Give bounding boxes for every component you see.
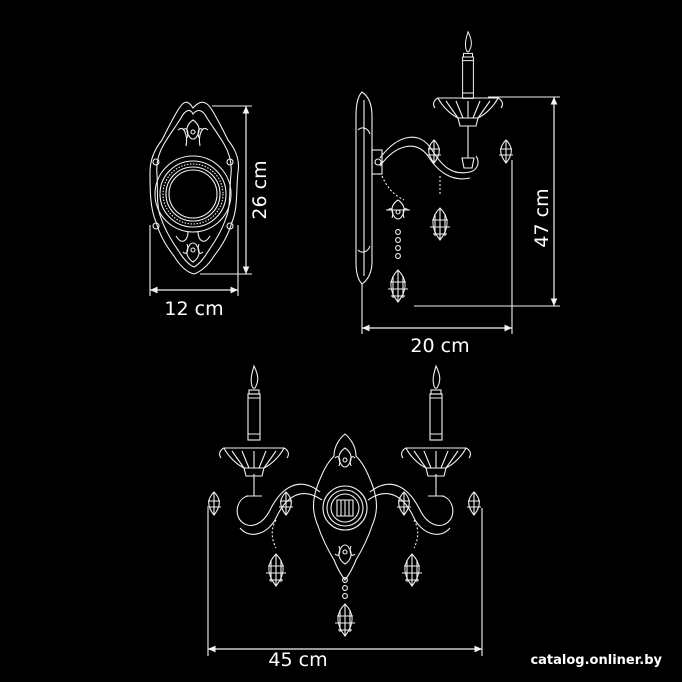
front-width-dimension: 45 cm	[207, 508, 483, 671]
backplate-view	[149, 101, 240, 275]
side-height-label: 47 cm	[531, 188, 553, 247]
backplate-height-dimension: 26 cm	[200, 105, 271, 275]
backplate-width-dimension: 12 cm	[149, 225, 239, 320]
watermark: catalog.onliner.by	[530, 653, 662, 668]
backplate-width-label: 12 cm	[164, 298, 223, 320]
front-view	[206, 365, 482, 637]
side-height-dimension: 47 cm	[414, 96, 560, 307]
front-width-label: 45 cm	[268, 649, 327, 671]
side-depth-label: 20 cm	[410, 335, 469, 357]
backplate-height-label: 26 cm	[249, 160, 271, 219]
side-view	[355, 31, 514, 303]
side-depth-dimension: 20 cm	[361, 160, 513, 357]
